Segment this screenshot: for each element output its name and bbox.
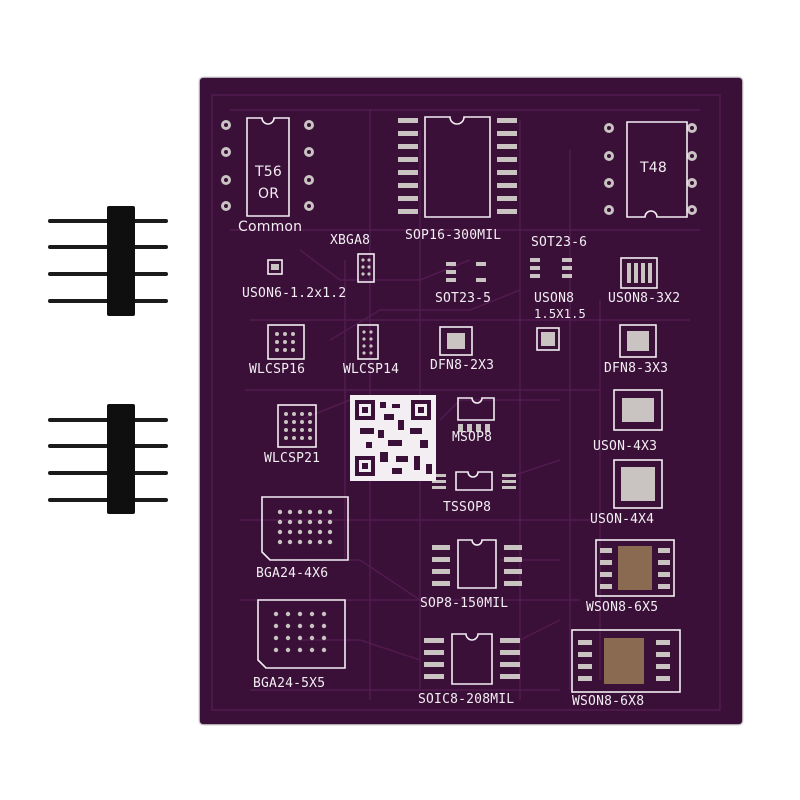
label-uson6: USON6-1.2x1.2 — [242, 286, 347, 301]
label-xbga8: XBGA8 — [330, 233, 371, 248]
label-wlcsp14: WLCSP14 — [343, 362, 400, 377]
label-uson8-3x2: USON8-3X2 — [608, 291, 681, 306]
label-common: Common — [238, 219, 303, 235]
label-dfn8-3x3: DFN8-3X3 — [604, 361, 669, 376]
label-sop8-150mil: SOP8-150MIL — [420, 596, 509, 611]
label-uson8: USON8 — [534, 291, 575, 306]
label-msop8: MSOP8 — [452, 430, 493, 445]
label-or: OR — [258, 186, 280, 202]
label-bga24-4x6: BGA24-4X6 — [256, 566, 329, 581]
label-t56: T56 — [255, 164, 282, 180]
label-dfn8-2x3: DFN8-2X3 — [430, 358, 495, 373]
qr-code — [350, 395, 436, 481]
label-uson-4x4: USON-4X4 — [590, 512, 655, 527]
label-tssop8: TSSOP8 — [443, 500, 492, 515]
label-uson8-size: 1.5X1.5 — [534, 307, 586, 321]
label-wlcsp21: WLCSP21 — [264, 451, 321, 466]
label-wson8-6x5: WSON8-6X5 — [586, 600, 659, 615]
label-sot23-6: SOT23-6 — [531, 235, 588, 250]
label-wson8-6x8: WSON8-6X8 — [572, 694, 645, 709]
label-uson-4x3: USON-4X3 — [593, 439, 658, 454]
label-sop16-300mil: SOP16-300MIL — [405, 228, 502, 243]
label-t48: T48 — [640, 160, 667, 176]
label-wlcsp16: WLCSP16 — [249, 362, 306, 377]
label-sot23-5: SOT23-5 — [435, 291, 492, 306]
label-bga24-5x5: BGA24-5X5 — [253, 676, 326, 691]
label-soic8-208mil: SOIC8-208MIL — [418, 692, 515, 707]
